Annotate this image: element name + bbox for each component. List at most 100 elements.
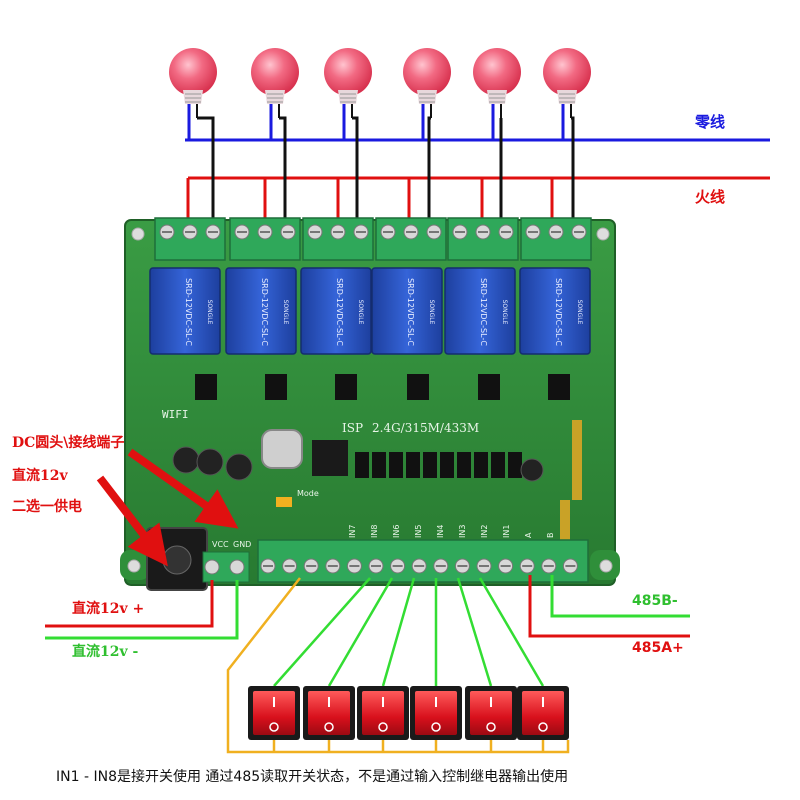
driver-chip	[335, 374, 357, 400]
optocoupler	[440, 452, 454, 478]
mount-hole	[596, 227, 610, 241]
light-bulb	[251, 48, 299, 96]
rocker-switch-face	[253, 691, 295, 735]
relay-model-label: SRD-12VDC-SL-C	[554, 278, 563, 346]
rocker-switch-face	[415, 691, 457, 735]
relay-output-wire	[352, 116, 359, 225]
power-select-label-3: 二选一供电	[12, 499, 82, 515]
electrolytic-capacitor	[172, 446, 200, 474]
optocoupler	[457, 452, 471, 478]
driver-chip	[548, 374, 570, 400]
relay-brand-label: SONGLE	[576, 300, 583, 325]
switch-off-mark	[324, 722, 334, 732]
relay-model-label: SRD-12VDC-SL-C	[184, 278, 193, 346]
relay	[519, 267, 591, 355]
screw-head	[229, 559, 245, 575]
switch-off-mark	[538, 722, 548, 732]
relay-model-label: SRD-12VDC-SL-C	[335, 278, 344, 346]
relay-brand-label: SONGLE	[501, 300, 508, 325]
switch-input-wire	[381, 577, 416, 687]
relay	[149, 267, 221, 355]
rs485-b-wire	[550, 575, 690, 618]
rf-silk-label: 2.4G/315M/433M	[372, 421, 479, 435]
relay-group: SRD-12VDC-SL-C SONGLE SRD-12VDC-SL-C SONGLE…	[149, 267, 591, 355]
light-bulb	[324, 48, 372, 96]
rocker-switch-face	[522, 691, 564, 735]
optocoupler	[491, 452, 505, 478]
screw-head	[204, 559, 220, 575]
power-select-label-2: 直流12v	[12, 468, 68, 484]
footer-caption: IN1 - IN8是接开关使用 通过485读取开关状态，不是通过输入控制继电器输…	[56, 769, 569, 785]
driver-chip	[195, 374, 217, 400]
optocoupler	[355, 452, 369, 478]
mount-hole	[131, 227, 145, 241]
input-silk-label: IN5	[414, 525, 423, 538]
mode-jumper	[276, 497, 292, 507]
relay-brand-label: SONGLE	[206, 300, 213, 325]
input-silk-label: IN4	[436, 525, 445, 538]
switch-off-mark	[431, 722, 441, 732]
mcu-chip	[312, 440, 348, 476]
gnd-silk-label: GND	[233, 540, 251, 549]
input-silk-label: IN6	[392, 525, 401, 538]
relay-output-wire	[571, 116, 575, 225]
rs485-a-wire	[528, 575, 690, 638]
relay	[225, 267, 297, 355]
driver-chip	[407, 374, 429, 400]
switch-wire-group	[226, 577, 570, 754]
rs485-b-label: 485B-	[632, 593, 678, 609]
optocoupler-row	[355, 452, 522, 478]
input-silk-label: IN3	[458, 525, 467, 538]
crystal-oscillator	[261, 429, 303, 469]
driver-chip	[265, 374, 287, 400]
relay-model-label: SRD-12VDC-SL-C	[406, 278, 415, 346]
neutral-line-label: 零线	[695, 113, 726, 131]
driver-chip-row	[195, 374, 570, 400]
electrolytic-capacitor	[196, 448, 224, 476]
wifi-silk-label: WIFI	[162, 408, 189, 421]
mount-hole	[127, 559, 141, 573]
switch-input-wire	[456, 577, 493, 687]
power-arrow	[127, 448, 239, 529]
relay-model-label: SRD-12VDC-SL-C	[260, 278, 269, 346]
switch-input-wire	[327, 577, 394, 687]
switch-input-wire	[478, 577, 545, 687]
electrolytic-capacitor	[225, 453, 253, 481]
light-bulb	[543, 48, 591, 96]
input-silk-label: IN7	[348, 525, 357, 538]
switch-common-wire	[226, 577, 570, 754]
pin-header	[572, 420, 582, 500]
dc-jack-opening	[162, 545, 192, 575]
power-arrow	[96, 475, 168, 567]
relay-brand-label: SONGLE	[428, 300, 435, 325]
rocker-switch-group	[248, 686, 569, 740]
switch-input-wire	[273, 577, 371, 687]
switch-off-mark	[269, 722, 279, 732]
optocoupler	[508, 452, 522, 478]
mount-hole	[599, 559, 613, 573]
dc-minus-label: 直流12v -	[72, 644, 139, 660]
input-silk-label: IN8	[370, 525, 379, 538]
light-bulb	[169, 48, 217, 96]
rocker-switch-face	[470, 691, 512, 735]
bulb-wire-group	[186, 104, 575, 225]
optocoupler	[372, 452, 386, 478]
live-line-label: 火线	[695, 188, 726, 206]
relay-terminal-blocks	[154, 217, 592, 261]
driver-chip	[478, 374, 500, 400]
light-bulb	[473, 48, 521, 96]
relay-model-label: SRD-12VDC-SL-C	[479, 278, 488, 346]
optocoupler	[406, 452, 420, 478]
relay	[444, 267, 516, 355]
isp-silk-label: ISP	[342, 421, 363, 435]
switch-off-mark	[378, 722, 388, 732]
relay-brand-label: SONGLE	[282, 300, 289, 325]
relay	[300, 267, 372, 355]
relay-output-wire	[197, 116, 215, 225]
optocoupler	[389, 452, 403, 478]
mode-silk-label: Mode	[297, 489, 319, 498]
relay-output-wire	[427, 116, 431, 225]
rocker-switch-face	[308, 691, 350, 735]
